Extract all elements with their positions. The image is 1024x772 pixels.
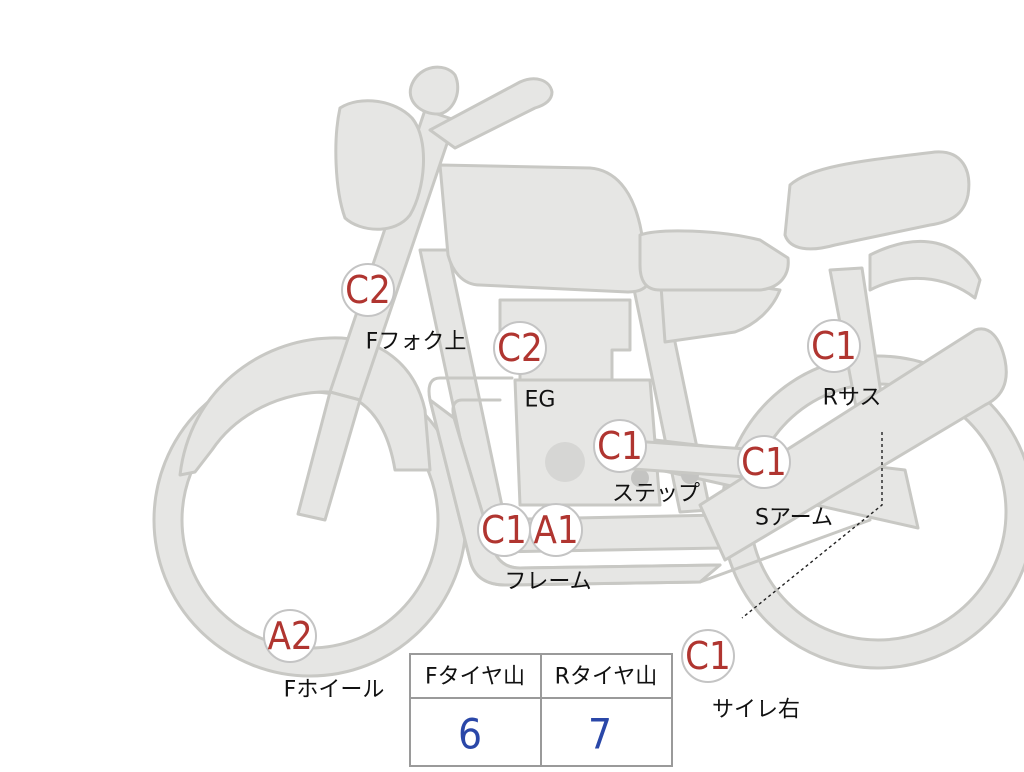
badge-grade: C1 bbox=[597, 424, 643, 468]
muffler-leader-line bbox=[741, 432, 883, 619]
rear-tire-header: Rタイヤ山 bbox=[555, 665, 658, 690]
badge-front-wheel: A2 Fホイール bbox=[263, 609, 385, 703]
seat-rear bbox=[783, 150, 971, 251]
front-fender bbox=[178, 336, 432, 477]
badge-step: C1 ステップ bbox=[593, 419, 700, 507]
badge-frame-a1: A1 フレーム bbox=[504, 503, 592, 595]
badge-rear-suspension: C1 Rサス bbox=[807, 319, 882, 411]
badge-label: Rサス bbox=[823, 386, 882, 411]
badge-fork-upper: C2 Fフォク上 bbox=[341, 263, 467, 355]
front-tire-header: Fタイヤ山 bbox=[425, 665, 525, 690]
badge-label: ステップ bbox=[612, 482, 700, 507]
rear-fender bbox=[868, 239, 982, 300]
badge-grade: A2 bbox=[267, 614, 312, 658]
badge-grade: C1 bbox=[685, 634, 731, 678]
badge-engine: C2 EG bbox=[493, 321, 556, 413]
badge-muffler-right: C1 サイレ右 bbox=[681, 629, 800, 723]
footpeg-left bbox=[631, 469, 649, 487]
front-fork-lower bbox=[296, 390, 362, 522]
badge-grade: C1 bbox=[811, 324, 857, 368]
fuel-tank bbox=[438, 163, 652, 294]
mirror bbox=[408, 65, 460, 116]
badge-grade: C2 bbox=[345, 268, 391, 312]
badge-label: フレーム bbox=[504, 570, 591, 595]
seat-front bbox=[638, 229, 790, 292]
badge-swing-arm: C1 Sアーム bbox=[737, 435, 833, 531]
badge-grade: C2 bbox=[497, 326, 543, 370]
rear-tire-value: 7 bbox=[588, 710, 612, 759]
badge-label: Fフォク上 bbox=[366, 330, 467, 355]
badge-label: Sアーム bbox=[755, 506, 833, 531]
badge-grade: C1 bbox=[741, 440, 787, 484]
handlebar bbox=[428, 77, 554, 150]
badge-label: Fホイール bbox=[284, 678, 385, 703]
motorcycle-illustration bbox=[152, 65, 1024, 678]
badge-grade: C1 bbox=[481, 508, 527, 552]
badge-label: サイレ右 bbox=[712, 698, 800, 723]
badge-frame-c1: C1 bbox=[477, 503, 531, 557]
muffler bbox=[698, 327, 1008, 562]
engine-cover bbox=[545, 442, 585, 482]
front-tire-value: 6 bbox=[458, 710, 482, 759]
tire-tread-table: Fタイヤ山 Rタイヤ山 6 7 bbox=[409, 653, 673, 767]
badge-label: EG bbox=[525, 388, 556, 413]
badge-grade: A1 bbox=[533, 508, 578, 552]
headlight bbox=[334, 99, 426, 231]
